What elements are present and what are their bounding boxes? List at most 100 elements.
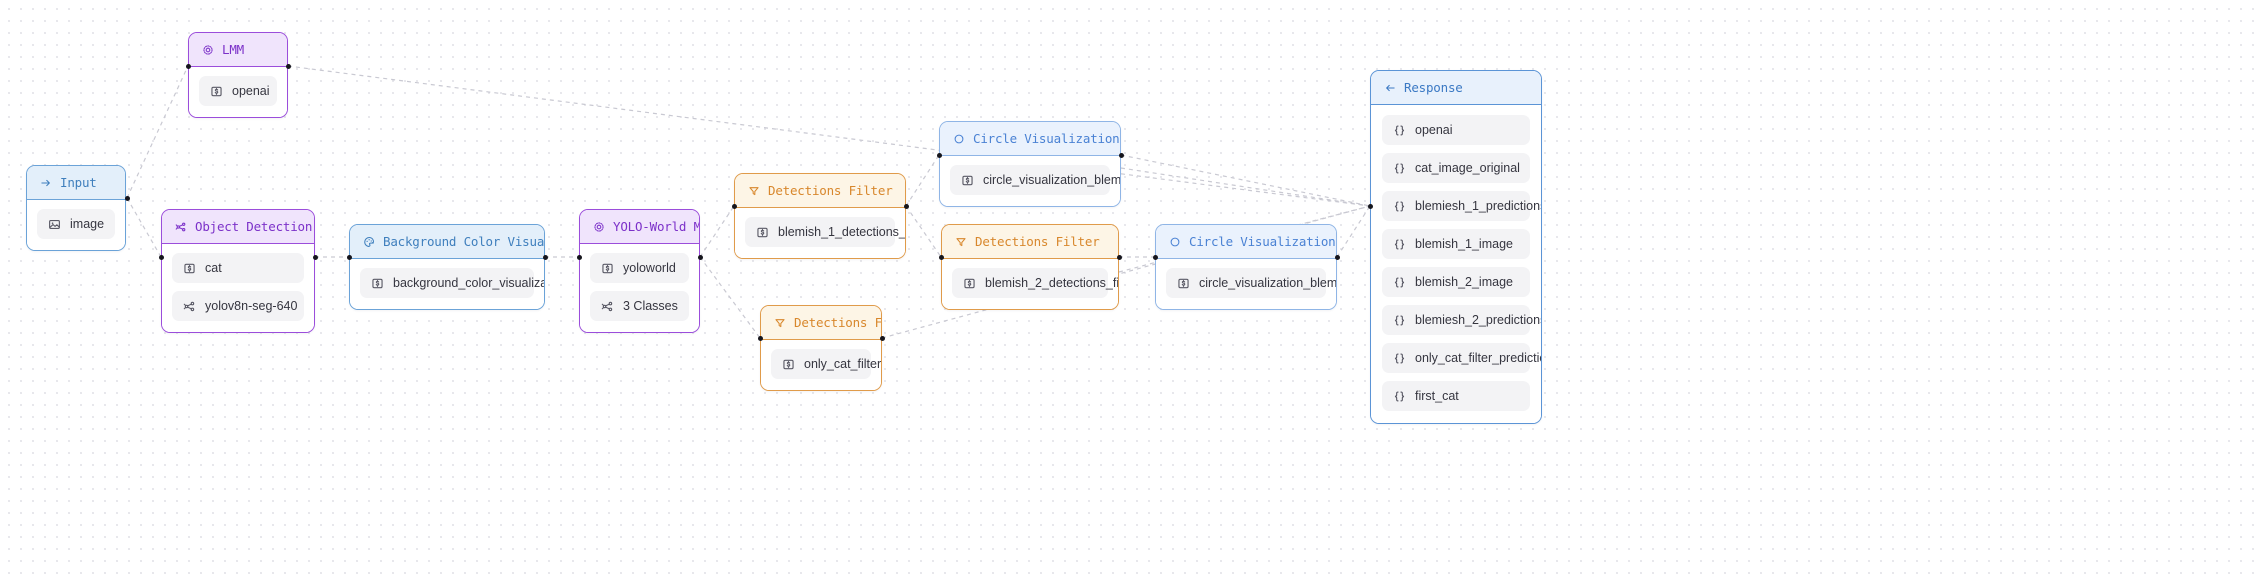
cv2-input-port[interactable] <box>1153 255 1158 260</box>
odm-output-port[interactable] <box>313 255 318 260</box>
cv1-output-port[interactable] <box>1119 153 1124 158</box>
node-detections-filter-2[interactable]: Detections Filter blemish_2_detections_fi… <box>941 224 1119 310</box>
edge-df1-out-to-cv1-in <box>905 154 940 207</box>
response-item-label: blemiesh_2_predictions <box>1415 313 1542 327</box>
node-field-label: yolov8n-seg-640 <box>205 299 298 313</box>
node-object-detection-model[interactable]: Object Detection Model cat yolov8n-seg-640 <box>161 209 315 333</box>
lmm-input-port[interactable] <box>186 64 191 69</box>
response-item-label: blemish_1_image <box>1415 237 1513 251</box>
df3-input-port[interactable] <box>758 336 763 341</box>
yolo-output-port[interactable] <box>698 255 703 260</box>
node-field[interactable]: circle_visualization_blemish_1 <box>950 165 1120 195</box>
node-body-object-detection-model: cat yolov8n-seg-640 <box>162 244 314 332</box>
node-field-label: background_color_visualization <box>393 276 544 290</box>
node-body-circle-visualization-1: circle_visualization_blemish_1 <box>940 156 1120 206</box>
yolo-input-port[interactable] <box>577 255 582 260</box>
response-item[interactable]: only_cat_filter_predictions <box>1382 343 1541 373</box>
node-title: Detections Filter <box>975 234 1100 249</box>
funnel-icon <box>955 236 967 248</box>
edge-cv1-field-out-to-response <box>1120 167 1371 207</box>
node-field-label: only_cat_filter <box>804 357 882 371</box>
node-header-background-color-visualization[interactable]: Background Color Visualization <box>350 225 544 259</box>
node-field[interactable]: only_cat_filter <box>771 349 881 379</box>
node-field[interactable]: yoloworld <box>590 253 689 283</box>
braces-icon <box>1393 162 1406 175</box>
df1-output-port[interactable] <box>904 204 909 209</box>
node-field-label: image <box>70 217 105 231</box>
node-field[interactable]: cat <box>172 253 304 283</box>
node-field-label: circle_visualization_blemish_2 <box>1199 276 1337 290</box>
response-item[interactable]: blemish_2_image <box>1382 267 1530 297</box>
braces-icon <box>1393 200 1406 213</box>
node-background-color-visualization[interactable]: Background Color Visualization background… <box>349 224 545 310</box>
node-field-label: cat <box>205 261 222 275</box>
node-field-label: circle_visualization_blemish_1 <box>983 173 1121 187</box>
edge-df1-out-to-df2-in <box>905 205 942 258</box>
node-header-object-detection-model[interactable]: Object Detection Model <box>162 210 314 244</box>
circle-icon <box>1169 236 1181 248</box>
df3-output-port[interactable] <box>880 336 885 341</box>
bcv-output-port[interactable] <box>543 255 548 260</box>
response-item[interactable]: blemish_1_image <box>1382 229 1530 259</box>
node-body-detections-filter-3: only_cat_filter <box>761 340 881 390</box>
node-field[interactable]: background_color_visualization <box>360 268 544 298</box>
node-input[interactable]: Input image <box>26 165 126 251</box>
response-item-label: cat_image_original <box>1415 161 1520 175</box>
node-field[interactable]: image <box>37 209 115 239</box>
node-header-detections-filter-1[interactable]: Detections Filter <box>735 174 905 208</box>
node-header-detections-filter-3[interactable]: Detections Filter <box>761 306 881 340</box>
lmm-output-port[interactable] <box>286 64 291 69</box>
node-field[interactable]: blemish_1_detections_filter <box>745 217 905 247</box>
edge-yolo-out-to-df1-in <box>699 205 735 258</box>
node-title: Input <box>60 175 97 190</box>
response-input-port[interactable] <box>1368 204 1373 209</box>
response-item[interactable]: blemiesh_2_predictions <box>1382 305 1541 335</box>
node-field[interactable]: yolov8n-seg-640 <box>172 291 304 321</box>
node-header-input[interactable]: Input <box>27 166 125 200</box>
node-yolo-world-model[interactable]: YOLO-World Model yoloworld 3 Classes <box>579 209 700 333</box>
input-output-port[interactable] <box>125 196 130 201</box>
df2-input-port[interactable] <box>939 255 944 260</box>
braces-icon <box>1393 390 1406 403</box>
script-icon <box>183 262 196 275</box>
node-header-yolo-world-model[interactable]: YOLO-World Model <box>580 210 699 244</box>
node-header-detections-filter-2[interactable]: Detections Filter <box>942 225 1118 259</box>
node-body-input: image <box>27 200 125 250</box>
odm-input-port[interactable] <box>159 255 164 260</box>
script-icon <box>963 277 976 290</box>
script-icon <box>1177 277 1190 290</box>
node-field[interactable]: openai <box>199 76 277 106</box>
node-lmm[interactable]: LMM openai <box>188 32 288 118</box>
response-item-label: blemiesh_1_predictions <box>1415 199 1542 213</box>
node-header-circle-visualization-1[interactable]: Circle Visualization <box>940 122 1120 156</box>
cv2-output-port[interactable] <box>1335 255 1340 260</box>
braces-icon <box>1393 124 1406 137</box>
node-body-detections-filter-1: blemish_1_detections_filter <box>735 208 905 258</box>
response-panel[interactable]: Response openai cat_image_original blemiesh… <box>1370 70 1542 424</box>
node-field-label: openai <box>232 84 270 98</box>
node-header-lmm[interactable]: LMM <box>189 33 287 67</box>
node-field[interactable]: circle_visualization_blemish_2 <box>1166 268 1336 298</box>
response-header[interactable]: Response <box>1371 71 1541 105</box>
response-item[interactable]: blemiesh_1_predictions <box>1382 191 1541 221</box>
node-title: Detections Filter <box>794 315 882 330</box>
response-item[interactable]: openai <box>1382 115 1530 145</box>
node-circle-visualization-2[interactable]: Circle Visualization circle_visualization… <box>1155 224 1337 310</box>
node-header-circle-visualization-2[interactable]: Circle Visualization <box>1156 225 1336 259</box>
response-title: Response <box>1404 80 1463 95</box>
node-detections-filter-3[interactable]: Detections Filter only_cat_filter <box>760 305 882 391</box>
braces-icon <box>1393 314 1406 327</box>
script-icon <box>210 85 223 98</box>
response-item[interactable]: first_cat <box>1382 381 1530 411</box>
node-detections-filter-1[interactable]: Detections Filter blemish_1_detections_fi… <box>734 173 906 259</box>
node-circle-visualization-1[interactable]: Circle Visualization circle_visualization… <box>939 121 1121 207</box>
df1-input-port[interactable] <box>732 204 737 209</box>
node-field[interactable]: 3 Classes <box>590 291 689 321</box>
cv1-input-port[interactable] <box>937 153 942 158</box>
edge-input-out-to-odm-in <box>126 197 162 258</box>
bcv-input-port[interactable] <box>347 255 352 260</box>
response-item[interactable]: cat_image_original <box>1382 153 1530 183</box>
node-field[interactable]: blemish_2_detections_filter <box>952 268 1118 298</box>
df2-output-port[interactable] <box>1117 255 1122 260</box>
